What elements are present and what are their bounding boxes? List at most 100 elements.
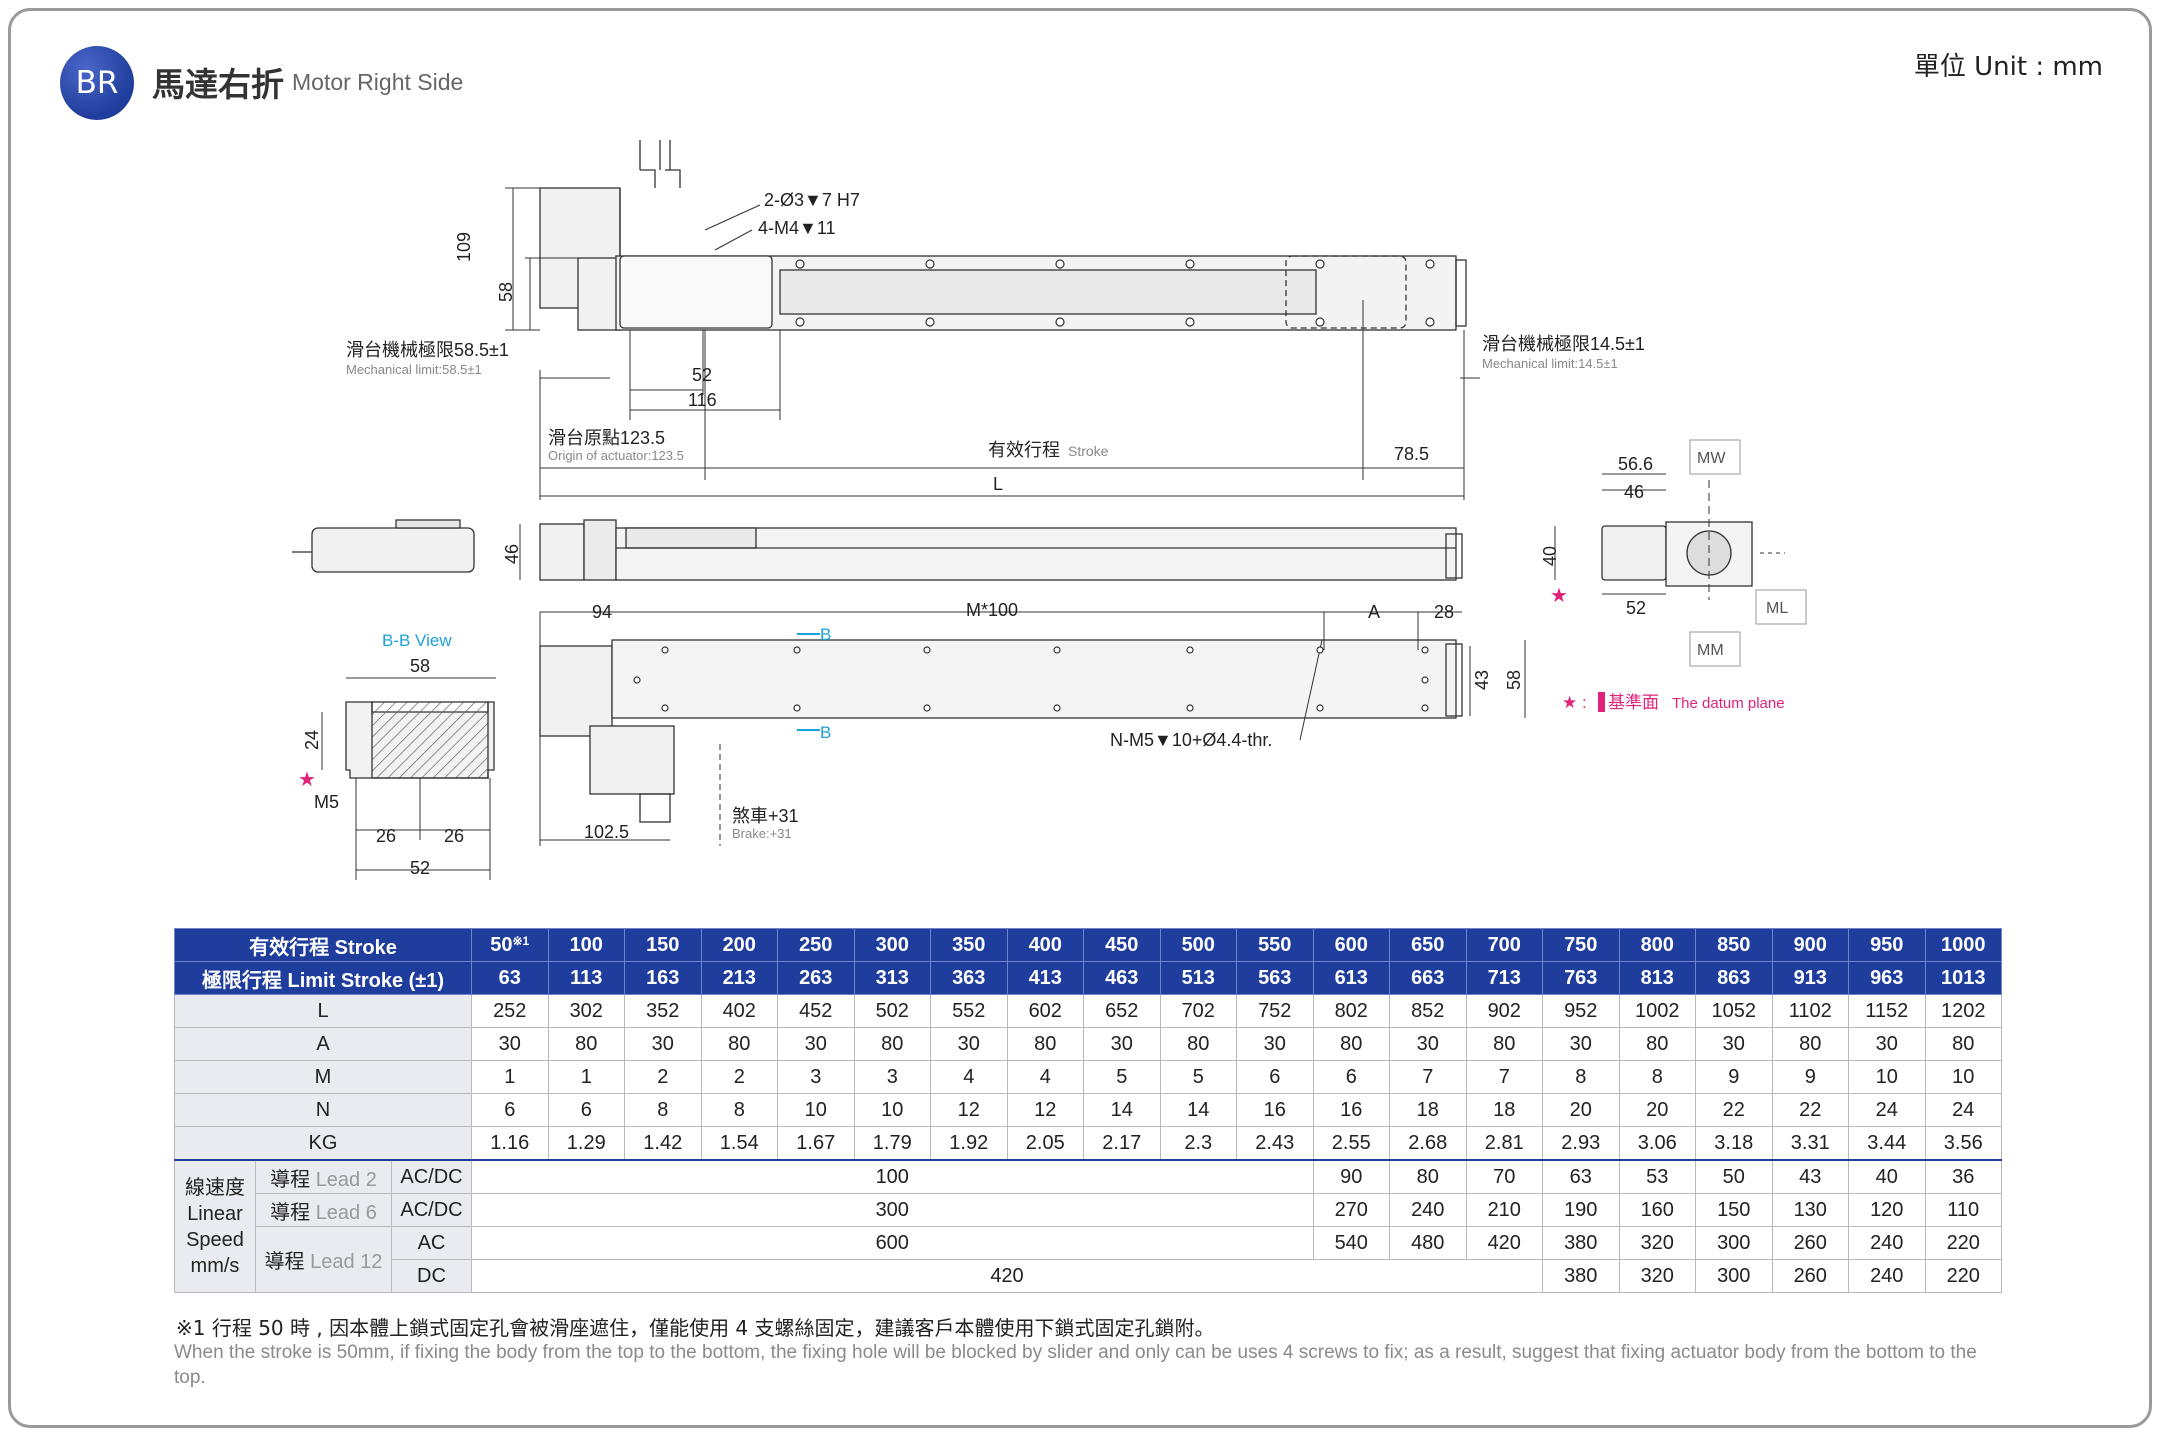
table-cell: 1102: [1771, 994, 1849, 1028]
table-cell: 30: [1083, 1027, 1161, 1061]
table-cell: 252: [471, 994, 549, 1028]
merged-speed-cell: 300: [471, 1193, 1314, 1227]
limit-value: 913: [1771, 961, 1849, 995]
table-cell: 1202: [1924, 994, 2002, 1028]
dim-78-5: 78.5: [1394, 444, 1429, 464]
table-cell: 3.06: [1618, 1126, 1696, 1161]
lead-zh: 導程: [270, 1201, 311, 1224]
table-cell: 3.18: [1695, 1126, 1773, 1161]
mounting-holes: [633, 259, 1435, 712]
table-cell: 1: [471, 1060, 549, 1094]
speed-cell: 160: [1618, 1193, 1696, 1227]
limit-value: 163: [624, 961, 702, 995]
speed-cell: 80: [1389, 1159, 1467, 1194]
stroke-value: 750: [1542, 928, 1620, 962]
stroke-footnote-mark: ※1: [512, 933, 530, 948]
speed-cell: 63: [1542, 1159, 1620, 1194]
table-cell: 4: [1006, 1060, 1084, 1094]
speed-cell: 260: [1771, 1226, 1849, 1260]
dim-58-bottom: 58: [1504, 670, 1524, 690]
table-cell: 652: [1083, 994, 1161, 1028]
bottom-view: [539, 611, 1526, 846]
table-cell: 6: [1312, 1060, 1390, 1094]
table-cell: 3: [777, 1060, 855, 1094]
top-view-dimensions: [505, 187, 1480, 500]
stroke-zh: 有效行程: [988, 440, 1060, 460]
section-view: [321, 677, 496, 880]
limit-value: 713: [1465, 961, 1543, 995]
speed-cell: 320: [1618, 1226, 1696, 1260]
speed-cell: 300: [1695, 1259, 1773, 1293]
mech-limit-right-zh: 滑台機械極限14.5±1: [1482, 334, 1645, 354]
speed-cell: 260: [1771, 1259, 1849, 1293]
page-title-zh: 馬達右折: [152, 65, 284, 104]
stroke-value: 450: [1083, 928, 1161, 962]
section-dim-26b: 26: [444, 826, 464, 846]
table-cell: 1.92: [930, 1126, 1008, 1161]
table-cell: 9: [1695, 1060, 1773, 1094]
table-cell: 1052: [1695, 994, 1773, 1028]
stroke-value: 300: [853, 928, 931, 962]
row-label: N: [174, 1093, 472, 1127]
table-cell: 2: [624, 1060, 702, 1094]
section-mark-b-top: B: [820, 625, 831, 644]
linear-speed-label-zh: 線速度: [185, 1176, 245, 1199]
page-frame: [8, 8, 2152, 1428]
table-cell: 2: [700, 1060, 778, 1094]
speed-cell: 190: [1542, 1193, 1620, 1227]
tag-ml: ML: [1766, 600, 1788, 617]
speed-cell: 150: [1695, 1193, 1773, 1227]
table-cell: 402: [700, 994, 778, 1028]
table-cell: 6: [547, 1093, 625, 1127]
bottom-hole-spec: N-M5▼10+Ø4.4-thr.: [1110, 730, 1272, 750]
mech-limit-right-en: Mechanical limit:14.5±1: [1482, 356, 1618, 371]
power-type: AC: [391, 1226, 472, 1260]
table-cell: 20: [1542, 1093, 1620, 1127]
datum-legend-en: The datum plane: [1672, 695, 1785, 712]
table-cell: 902: [1465, 994, 1543, 1028]
table-cell: 30: [1848, 1027, 1926, 1061]
stroke-value: 50※1: [471, 928, 549, 962]
datum-star-section: ★: [298, 769, 316, 791]
speed-cell: 90: [1312, 1159, 1390, 1194]
table-cell: 30: [624, 1027, 702, 1061]
speed-cell: 70: [1465, 1159, 1543, 1194]
lead-value: Lead 6: [315, 1201, 377, 1224]
speed-cell: 270: [1312, 1193, 1390, 1227]
dim-52-end: 52: [1626, 598, 1646, 618]
limit-value: 63: [471, 961, 549, 995]
table-cell: 2.17: [1083, 1126, 1161, 1161]
table-cell: 30: [471, 1027, 549, 1061]
stroke-en: Stroke: [1068, 443, 1109, 459]
speed-cell: 50: [1695, 1159, 1773, 1194]
stroke-value: 200: [700, 928, 778, 962]
stroke-header-label: 有效行程 Stroke: [174, 928, 472, 962]
unit-label: 單位 Unit : mm: [1913, 52, 2103, 82]
speed-cell: 240: [1848, 1226, 1926, 1260]
table-cell: 80: [1312, 1027, 1390, 1061]
table-cell: 30: [930, 1027, 1008, 1061]
dim-58-top: 58: [496, 282, 516, 302]
limit-value: 613: [1312, 961, 1390, 995]
table-cell: 752: [1236, 994, 1314, 1028]
table-cell: 1.79: [853, 1126, 931, 1161]
dim-L: L: [993, 474, 1003, 494]
table-cell: 3.44: [1848, 1126, 1926, 1161]
limit-value: 763: [1542, 961, 1620, 995]
stroke-value: 100: [547, 928, 625, 962]
speed-cell: 130: [1771, 1193, 1849, 1227]
speed-cell: 300: [1695, 1226, 1773, 1260]
speed-cell: 380: [1542, 1259, 1620, 1293]
limit-value: 313: [853, 961, 931, 995]
table-cell: 80: [700, 1027, 778, 1061]
limit-value: 663: [1389, 961, 1467, 995]
table-cell: 452: [777, 994, 855, 1028]
table-cell: 2.3: [1159, 1126, 1237, 1161]
table-cell: 9: [1771, 1060, 1849, 1094]
note-en: When the stroke is 50mm, if fixing the b…: [174, 1342, 1977, 1388]
table-cell: 7: [1389, 1060, 1467, 1094]
dim-116: 116: [688, 390, 717, 410]
table-cell: 502: [853, 994, 931, 1028]
technical-drawing: ★ ★ 109 58 2-Ø3▼7 H7 4-M4▼11 滑台機械極限58.5±…: [292, 140, 1807, 880]
